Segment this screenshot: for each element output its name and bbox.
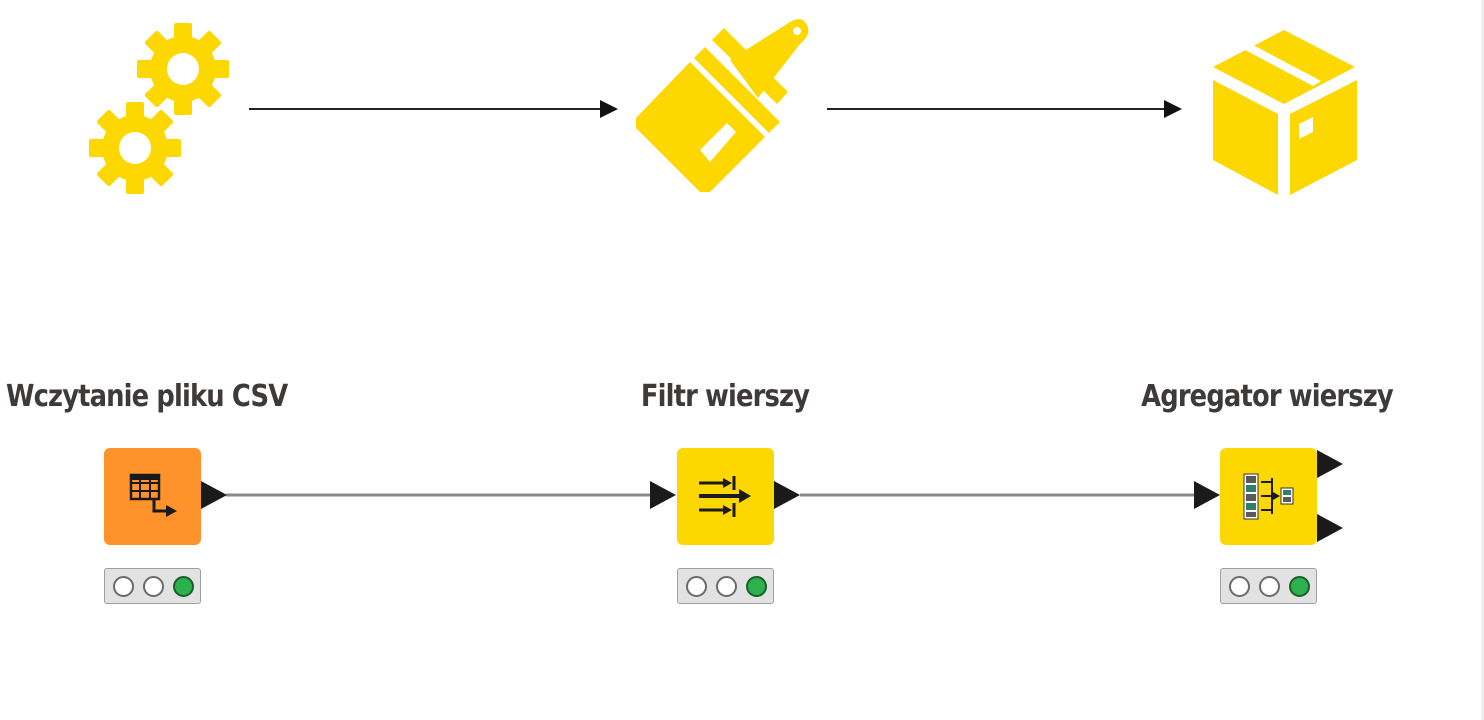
- stage-arrow-1: [249, 100, 618, 118]
- status-light-green: [173, 576, 194, 597]
- status-light-green: [1289, 576, 1310, 597]
- row-aggregator-icon: [1243, 473, 1294, 520]
- row-filter-icon: [699, 476, 751, 517]
- status-light-red: [113, 576, 134, 597]
- box-icon: [1213, 30, 1357, 195]
- node-label-csv-reader: Wczytanie pliku CSV: [6, 379, 288, 414]
- node-status-row-aggregator: [1220, 568, 1317, 604]
- canvas-edge: [1481, 0, 1484, 720]
- output-port-1[interactable]: [1317, 450, 1343, 478]
- status-light-red: [686, 576, 707, 597]
- paintbrush-icon: [636, 19, 809, 192]
- node-row-filter[interactable]: [677, 448, 774, 545]
- status-light-red: [1229, 576, 1250, 597]
- node-label-row-aggregator: Agregator wierszy: [1141, 379, 1394, 414]
- csv-reader-icon: [129, 473, 177, 517]
- input-port[interactable]: [1194, 481, 1220, 509]
- output-port-2[interactable]: [1317, 514, 1343, 542]
- output-port[interactable]: [201, 481, 227, 509]
- node-csv-reader[interactable]: [104, 448, 201, 545]
- stage-flow-top: [89, 19, 1357, 195]
- status-light-yellow: [1259, 576, 1280, 597]
- status-light-yellow: [143, 576, 164, 597]
- node-status-row-filter: [677, 568, 774, 604]
- gears-icon: [89, 23, 229, 194]
- node-status-csv-reader: [104, 568, 201, 604]
- node-label-row-filter: Filtr wierszy: [640, 379, 810, 414]
- output-port[interactable]: [774, 481, 800, 509]
- stage-arrow-2: [827, 100, 1182, 118]
- node-row-aggregator[interactable]: [1220, 448, 1317, 545]
- status-light-green: [746, 576, 767, 597]
- status-light-yellow: [716, 576, 737, 597]
- input-port[interactable]: [650, 481, 676, 509]
